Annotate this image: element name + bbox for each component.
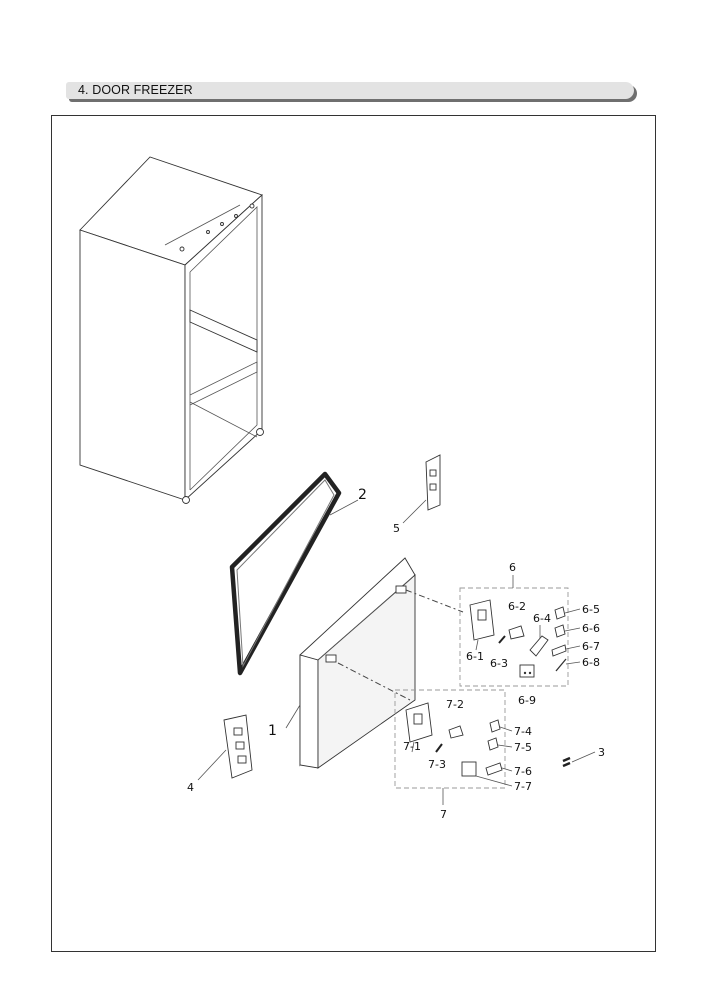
label-1: 1 [268, 723, 277, 739]
label-4: 4 [187, 781, 194, 794]
part-7-handle-assembly [394, 689, 513, 805]
diagram-frame [51, 115, 656, 952]
label-7-5: 7-5 [514, 741, 532, 754]
label-7: 7 [440, 808, 447, 821]
label-3: 3 [598, 746, 605, 759]
label-6-6: 6-6 [582, 622, 600, 635]
label-6-9: 6-9 [518, 694, 536, 707]
label-6-7: 6-7 [582, 640, 600, 653]
label-7-3: 7-3 [428, 758, 446, 771]
section-title: 4. DOOR FREEZER [78, 83, 193, 97]
part-6-handle-assembly [459, 575, 581, 687]
label-6-4: 6-4 [533, 612, 551, 625]
label-6-2: 6-2 [508, 600, 526, 613]
label-2: 2 [358, 487, 367, 503]
label-7-1: 7-1 [403, 740, 421, 753]
label-6-1: 6-1 [466, 650, 484, 663]
label-7-2: 7-2 [446, 698, 464, 711]
part-5-upper-hinge [402, 454, 441, 524]
refrigerator-cabinet [79, 156, 264, 504]
label-7-4: 7-4 [514, 725, 532, 738]
label-6-8: 6-8 [582, 656, 600, 669]
part-labels: 1 2 3 4 5 6 6-1 6-2 6-3 6-4 6-5 6-6 6-7 … [187, 487, 605, 821]
label-6-5: 6-5 [582, 603, 600, 616]
section-header: 4. DOOR FREEZER [66, 82, 638, 102]
part-4-lower-hinge [197, 714, 253, 781]
label-7-6: 7-6 [514, 765, 532, 778]
part-1-freezer-door [285, 557, 464, 769]
label-7-7: 7-7 [514, 780, 532, 793]
section-header-bar [66, 82, 634, 99]
label-6: 6 [509, 561, 516, 574]
label-5: 5 [393, 522, 400, 535]
part-2-door-gasket [229, 471, 359, 676]
label-6-3: 6-3 [490, 657, 508, 670]
part-3-screws [562, 751, 596, 768]
